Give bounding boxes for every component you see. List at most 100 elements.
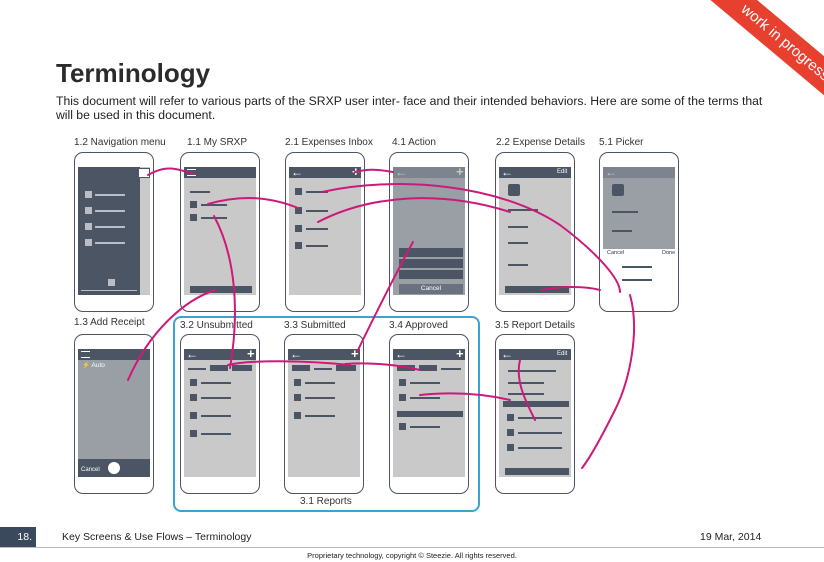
label-reports-group: 3.1 Reports [300, 496, 352, 507]
cancel-button[interactable]: Cancel [399, 284, 463, 294]
reports-group-outline [173, 316, 480, 512]
auto-flash-toggle[interactable]: ⚡ Auto [82, 362, 105, 369]
tab-bar[interactable] [292, 365, 356, 372]
nav-item[interactable] [85, 239, 92, 246]
list-item[interactable] [190, 394, 197, 401]
flow-line [227, 360, 351, 366]
back-arrow-icon[interactable]: ← [395, 347, 407, 361]
flow-line [127, 289, 216, 381]
edit-button[interactable]: Edit [557, 351, 568, 357]
screen-submitted: ← + [284, 334, 364, 494]
list-item[interactable] [399, 394, 406, 401]
label-picker: 5.1 Picker [599, 137, 644, 148]
back-arrow-icon[interactable]: ← [291, 165, 303, 179]
back-arrow-icon[interactable]: ← [501, 165, 513, 179]
action-option[interactable] [399, 270, 463, 279]
menu-icon[interactable] [138, 168, 150, 178]
list-item[interactable] [190, 412, 197, 419]
screen-approved: ← + [389, 334, 469, 494]
list-item[interactable] [399, 379, 406, 386]
flow-line [581, 294, 636, 469]
done-button[interactable]: Done [662, 250, 676, 256]
nav-item[interactable] [85, 207, 92, 214]
footer-title: Key Screens & Use Flows – Terminology [62, 531, 252, 543]
list-item[interactable] [294, 412, 301, 419]
label-my-srxp: 1.1 My SRXP [187, 137, 248, 148]
action-option[interactable] [399, 259, 463, 268]
list-item[interactable] [190, 430, 197, 437]
flow-line [147, 167, 194, 176]
list-item[interactable] [295, 188, 302, 195]
flow-line [344, 362, 421, 371]
list-item[interactable] [294, 379, 301, 386]
list-item[interactable] [295, 225, 302, 232]
bottom-button[interactable] [505, 286, 569, 293]
screen-unsubmitted: ← + [180, 334, 260, 494]
edit-button[interactable]: Edit [557, 169, 568, 175]
cancel-button[interactable]: Cancel [607, 250, 625, 256]
label-expenses-inbox: 2.1 Expenses Inbox [285, 137, 373, 148]
list-item[interactable] [295, 207, 302, 214]
back-arrow-icon[interactable]: ← [290, 347, 302, 361]
nav-item[interactable] [85, 191, 92, 198]
flow-line [541, 286, 601, 291]
flow-line [517, 359, 536, 421]
cancel-button[interactable]: Cancel [81, 467, 100, 473]
flow-line [354, 168, 394, 173]
plus-icon[interactable]: + [247, 346, 255, 361]
bottom-button[interactable] [190, 286, 252, 293]
label-submitted: 3.3 Submitted [284, 320, 346, 331]
bottom-button[interactable] [505, 468, 569, 475]
nav-item[interactable] [85, 223, 92, 230]
menu-icon[interactable] [187, 169, 196, 176]
intro-text: This document will refer to various part… [56, 94, 763, 122]
label-action: 4.1 Action [392, 137, 436, 148]
list-item[interactable] [295, 242, 302, 249]
plus-icon: + [456, 164, 464, 179]
back-arrow-icon: ← [605, 165, 617, 179]
flow-line [207, 197, 299, 209]
picker-thumbnail [612, 184, 624, 196]
screen-add-receipt: ⚡ Auto Cancel [74, 334, 154, 494]
label-navigation-menu: 1.2 Navigation menu [74, 137, 166, 148]
flow-line [419, 392, 511, 401]
screen-my-srxp [180, 152, 260, 312]
list-item[interactable] [190, 201, 197, 208]
list-item[interactable] [507, 444, 514, 451]
shutter-button[interactable] [106, 460, 122, 476]
label-expense-details: 2.2 Expense Details [496, 137, 585, 148]
action-option[interactable] [399, 248, 463, 257]
screen-expense-details: ← Edit [495, 152, 575, 312]
screen-report-details: ← Edit [495, 334, 575, 494]
flow-line [356, 241, 414, 353]
plus-icon[interactable]: + [351, 346, 359, 361]
list-item[interactable] [507, 429, 514, 436]
back-arrow-icon[interactable]: ← [501, 347, 513, 361]
page-number: 18. [0, 527, 36, 547]
flow-line [317, 197, 511, 223]
flow-line [321, 183, 621, 293]
list-item[interactable] [507, 414, 514, 421]
copyright-notice: Proprietary technology, copyright © Stee… [307, 551, 517, 560]
tab-bar[interactable] [188, 365, 252, 372]
expense-thumbnail [508, 184, 520, 196]
footer-date: 19 Mar, 2014 [700, 531, 762, 543]
flow-line [213, 215, 236, 369]
list-item[interactable] [190, 214, 197, 221]
page-title: Terminology [56, 58, 211, 88]
label-add-receipt: 1.3 Add Receipt [74, 317, 145, 328]
plus-icon[interactable]: + [456, 346, 464, 361]
list-item[interactable] [190, 379, 197, 386]
footer-divider [0, 547, 824, 548]
label-unsubmitted: 3.2 Unsubmitted [180, 320, 253, 331]
back-arrow-icon: ← [395, 165, 407, 179]
back-arrow-icon[interactable]: ← [186, 347, 198, 361]
list-item[interactable] [399, 423, 406, 430]
menu-icon[interactable] [81, 351, 90, 358]
screen-picker: ← Cancel Done [599, 152, 679, 312]
label-report-details: 3.5 Report Details [495, 320, 576, 331]
screen-navigation-menu [74, 152, 154, 312]
label-approved: 3.4 Approved [389, 320, 448, 331]
list-item[interactable] [294, 394, 301, 401]
